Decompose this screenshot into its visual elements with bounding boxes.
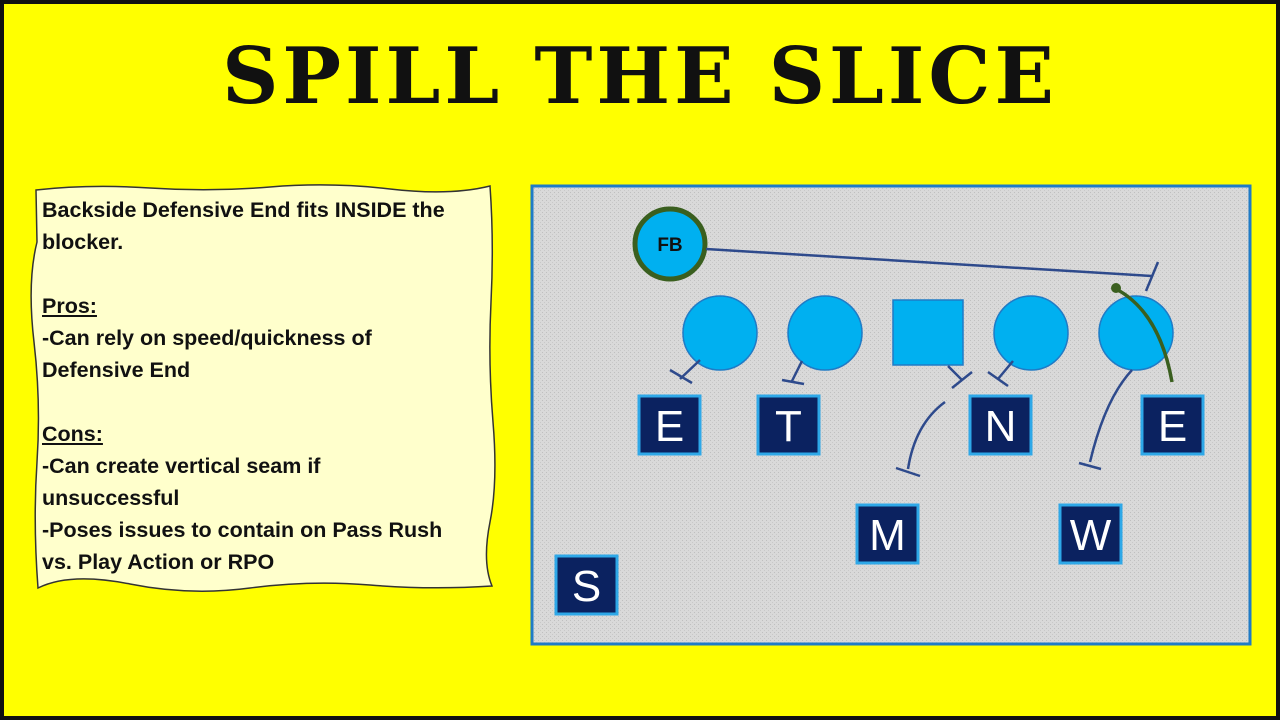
defender-nose: N (968, 394, 1033, 456)
cons-heading: Cons: (42, 422, 103, 446)
note-text: Backside Defensive End fits INSIDE the b… (42, 194, 482, 578)
block-path (679, 359, 701, 380)
center-lineman (892, 299, 964, 366)
defender-label: S (572, 562, 601, 611)
offensive-lineman (682, 295, 758, 371)
defender-end-right: E (1140, 394, 1205, 456)
description-line: blocker. (42, 230, 124, 254)
cons-line: vs. Play Action or RPO (42, 550, 275, 574)
fullback-label: FB (657, 235, 682, 256)
cons-line: -Poses issues to contain on Pass Rush (42, 518, 443, 542)
defender-label: M (869, 511, 906, 560)
slide-title: Spill the Slice (222, 31, 1058, 122)
defender-end-left: E (637, 394, 702, 456)
defender-safety: S (554, 554, 619, 616)
note-paper-shape (30, 184, 496, 592)
cons-line: -Can create vertical seam if (42, 454, 321, 478)
block-end-mark (987, 370, 1009, 388)
block-end-mark (669, 368, 693, 385)
fullback (632, 206, 708, 282)
defender-label: N (985, 402, 1017, 451)
block-path (997, 360, 1014, 380)
pros-line: Defensive End (42, 358, 191, 382)
defender-label: E (1158, 402, 1187, 451)
block-end-mark (951, 371, 973, 389)
defender-label: W (1070, 511, 1112, 560)
description-line: Backside Defensive End fits INSIDE the (42, 198, 445, 222)
block-end-mark (1144, 261, 1160, 292)
defender-will: W (1058, 503, 1123, 565)
pros-heading: Pros: (42, 294, 97, 318)
play-diagram: FB E T N (530, 184, 1252, 646)
defender-mike: M (855, 503, 920, 565)
defender-label: E (655, 402, 684, 451)
block-path (790, 360, 804, 382)
block-end-mark (781, 378, 805, 386)
block-path (906, 400, 946, 470)
offensive-lineman (1098, 295, 1174, 371)
block-end-mark (895, 466, 921, 478)
defender-tackle: T (756, 394, 821, 456)
defender-label: T (775, 402, 802, 451)
note-paper (30, 184, 496, 592)
offensive-lineman (787, 295, 863, 371)
block-path (1088, 369, 1133, 463)
pros-line: -Can rely on speed/quickness of (42, 326, 372, 350)
cons-line: unsuccessful (42, 486, 180, 510)
slice-path (1117, 288, 1174, 383)
offensive-lineman (993, 295, 1069, 371)
slice-path-start (1111, 283, 1121, 293)
block-path (947, 365, 963, 381)
fullback-block-path (705, 247, 1153, 278)
block-end-mark (1078, 461, 1102, 471)
